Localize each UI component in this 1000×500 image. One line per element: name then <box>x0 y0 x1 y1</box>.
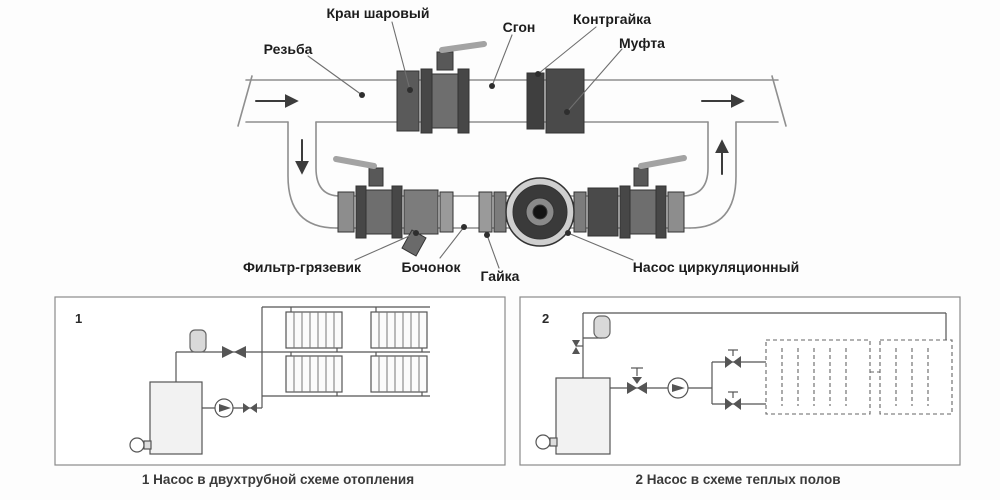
pipe-break-right <box>771 75 787 127</box>
leader-lines <box>307 21 634 269</box>
panel-2-piping <box>535 312 947 455</box>
ball-valve-main <box>420 41 487 134</box>
label-pump: Насос циркуляционный <box>633 259 799 275</box>
locknut-fitting <box>526 72 545 130</box>
mufta-fitting <box>545 68 585 134</box>
panel-1-caption: 1 Насос в двухтрубной схеме отопления <box>142 472 414 487</box>
bypass-fittings <box>333 155 687 257</box>
pump-1-arrow <box>219 404 231 412</box>
burner-1 <box>129 437 145 453</box>
floor-coil-2 <box>879 339 953 415</box>
expansion-tank-1 <box>189 329 207 353</box>
radiator-2 <box>370 311 428 349</box>
flow-arrows <box>255 94 745 175</box>
label-filter: Фильтр-грязевик <box>243 259 362 275</box>
valve-handle <box>638 155 687 169</box>
nut-right-gayka <box>478 191 493 233</box>
label-barrel: Бочонок <box>402 259 462 275</box>
label-nut: Гайка <box>481 268 520 284</box>
circulation-pump <box>493 177 587 247</box>
panel-1-border <box>54 296 506 466</box>
panel-2-valves <box>572 340 741 410</box>
thread-coupling <box>396 70 420 132</box>
main-assembly: Кран шаровый Сгон Контргайка Муфта Резьб… <box>237 5 799 284</box>
burner-2 <box>535 434 551 450</box>
union-nut-right <box>667 191 685 233</box>
pipe-break-left <box>237 75 253 127</box>
panel-2-caption: 2 Насос в схеме теплых полов <box>635 472 840 487</box>
valve-handle <box>333 156 377 169</box>
union-nut-left <box>337 191 355 233</box>
boiler-2 <box>555 377 611 455</box>
nut-left <box>439 191 454 233</box>
main-pipe-fittings <box>396 41 585 134</box>
floor-coils <box>765 339 953 415</box>
expansion-tank-2 <box>593 315 611 339</box>
boiler-1 <box>149 381 203 455</box>
label-sgon: Сгон <box>503 19 536 35</box>
coupling-right <box>587 187 619 237</box>
main-pipe <box>237 75 787 127</box>
radiator-1 <box>285 311 343 349</box>
leader-dots <box>359 71 571 238</box>
label-ball-valve: Кран шаровый <box>327 5 430 21</box>
mixing-valve <box>627 382 637 394</box>
floor-coil-1 <box>765 339 871 415</box>
ball-valve-bypass-left <box>333 156 403 239</box>
radiator-4 <box>370 355 428 393</box>
panel-2-number: 2 <box>542 311 549 326</box>
label-locknut: Контргайка <box>573 11 651 27</box>
label-thread: Резьба <box>264 41 313 57</box>
radiator-3 <box>285 355 343 393</box>
valve-handle <box>439 41 487 53</box>
ball-valve-bypass-right <box>619 155 687 239</box>
panel-1-number: 1 <box>75 311 82 326</box>
pump-2-arrow <box>672 384 685 392</box>
panel-1-valves <box>222 346 257 413</box>
panel-2-floor-heating-scheme: 2 <box>519 296 961 487</box>
label-mufta: Муфта <box>619 35 665 51</box>
filter-fitting <box>401 189 439 257</box>
panel-1-two-pipe-scheme: 1 <box>54 296 506 487</box>
